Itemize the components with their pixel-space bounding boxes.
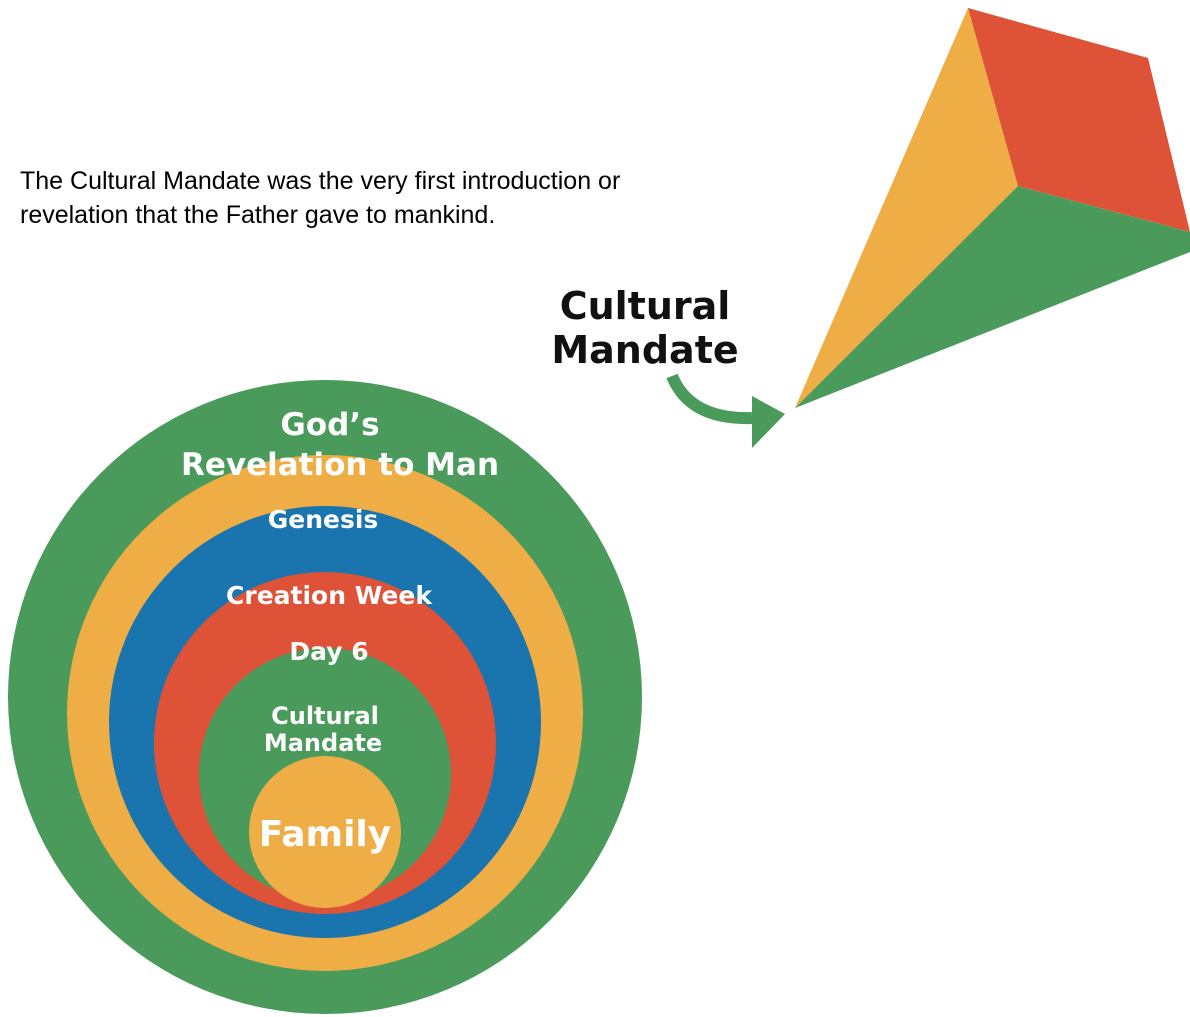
ring-label-mandate: Mandate — [264, 729, 382, 757]
arrow-head — [752, 396, 785, 448]
ring-label-cultural: Cultural — [271, 702, 379, 730]
ring-label-gods: God’s — [280, 407, 379, 443]
pyramid-face-left — [795, 8, 1018, 408]
concentric-rings: God’s Revelation to Man Genesis Creation… — [8, 380, 642, 1014]
arrow-shaft — [666, 373, 753, 425]
intro-line-1: The Cultural Mandate was the very first … — [20, 167, 621, 195]
ring-label-revelation: Revelation to Man — [181, 447, 499, 483]
pyramid-face-top — [968, 8, 1190, 232]
intro-line-2: revelation that the Father gave to manki… — [20, 201, 496, 229]
ring-label-creation-week: Creation Week — [226, 581, 433, 610]
pyramid-shape — [795, 8, 1190, 408]
callout-line-2: Mandate — [551, 328, 739, 372]
callout-label: Cultural Mandate — [520, 284, 770, 372]
curved-arrow-icon — [666, 373, 785, 448]
pyramid-face-bottom — [795, 186, 1190, 408]
ring-family — [249, 756, 401, 908]
ring-label-genesis: Genesis — [268, 505, 379, 534]
intro-text: The Cultural Mandate was the very first … — [20, 164, 820, 232]
ring-label-family: Family — [259, 814, 391, 855]
ring-label-day-6: Day 6 — [289, 637, 368, 666]
callout-line-1: Cultural — [559, 284, 731, 328]
